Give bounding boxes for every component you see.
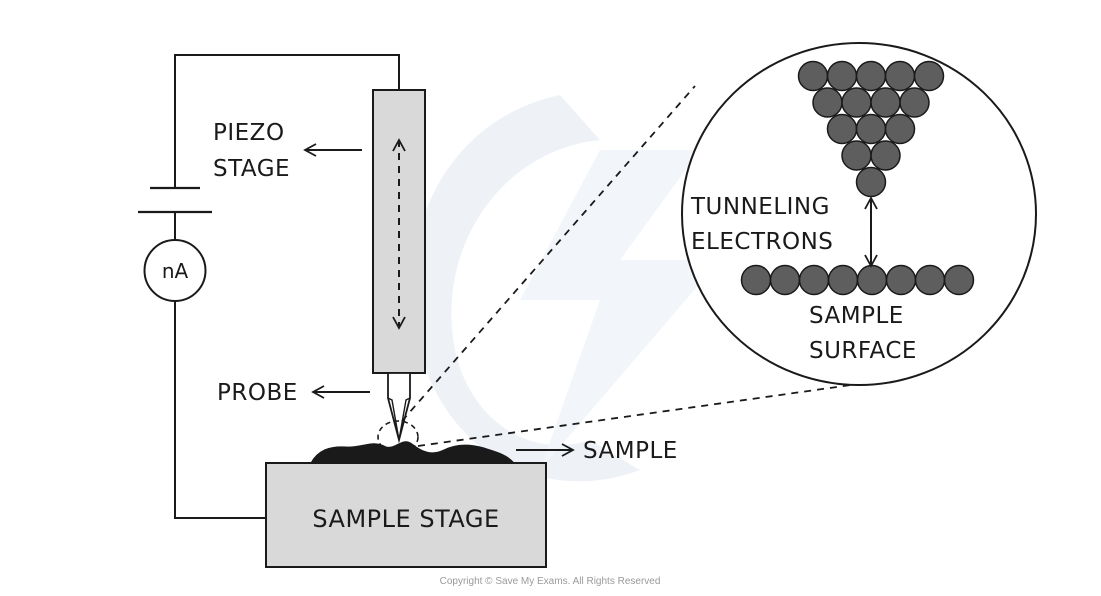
surface-atom [769, 264, 801, 296]
tip-atom [855, 113, 887, 145]
tip-atoms [797, 60, 945, 198]
tip-atom [855, 60, 887, 92]
probe-label: PROBE [217, 380, 298, 406]
ammeter [143, 239, 207, 302]
surface-label-line2: SURFACE [809, 338, 917, 364]
surface-label-line1: SAMPLE [809, 303, 904, 329]
tip-atom [826, 60, 858, 92]
tip-atom [870, 140, 901, 171]
tip-atom [812, 87, 843, 118]
tunneling-label-line1: TUNNELING [690, 194, 830, 220]
zoom-view: TUNNELING ELECTRONS SAMPLE SURFACE [681, 42, 1037, 386]
surface-atoms [740, 264, 975, 296]
zoom-line-upper [401, 85, 696, 422]
piezo-stage-label-line1: PIEZO [213, 120, 285, 146]
sample-label: SAMPLE [583, 438, 678, 464]
tip-atom [797, 60, 829, 92]
surface-atom [943, 264, 975, 296]
probe [387, 372, 411, 444]
piezo-stage-label-line2: STAGE [213, 156, 290, 182]
tip-atom [899, 87, 930, 118]
surface-atom [914, 264, 946, 296]
tip-atom [913, 60, 945, 92]
sample-stage-label: SAMPLE STAGE [312, 505, 499, 533]
tunneling-label-line2: ELECTRONS [691, 229, 833, 255]
surface-atom [856, 264, 888, 296]
tip-atom [841, 87, 872, 118]
tip-atom [841, 140, 872, 171]
ammeter-label: nA [162, 259, 189, 283]
sample-stage [265, 462, 547, 568]
tip-atom [884, 113, 916, 145]
tip-atom [884, 60, 916, 92]
zoom-view-circle [681, 42, 1037, 386]
tip-atom [870, 87, 901, 118]
zoom-line-lower [417, 383, 859, 447]
surface-atom [885, 264, 917, 296]
circuit-wire-bottom [174, 301, 266, 519]
circuit-wire-top [174, 54, 400, 188]
zoom-focus-circle [377, 420, 419, 454]
copyright-notice: Copyright © Save My Exams. All Rights Re… [440, 576, 661, 587]
tip-atom [855, 166, 887, 198]
sample-surface [310, 441, 516, 464]
probe-tip-detail [387, 397, 411, 441]
surface-atom [798, 264, 830, 296]
tip-atom [826, 113, 858, 145]
surface-atom [740, 264, 772, 296]
surface-atom [827, 264, 859, 296]
watermark-logo [412, 95, 720, 482]
